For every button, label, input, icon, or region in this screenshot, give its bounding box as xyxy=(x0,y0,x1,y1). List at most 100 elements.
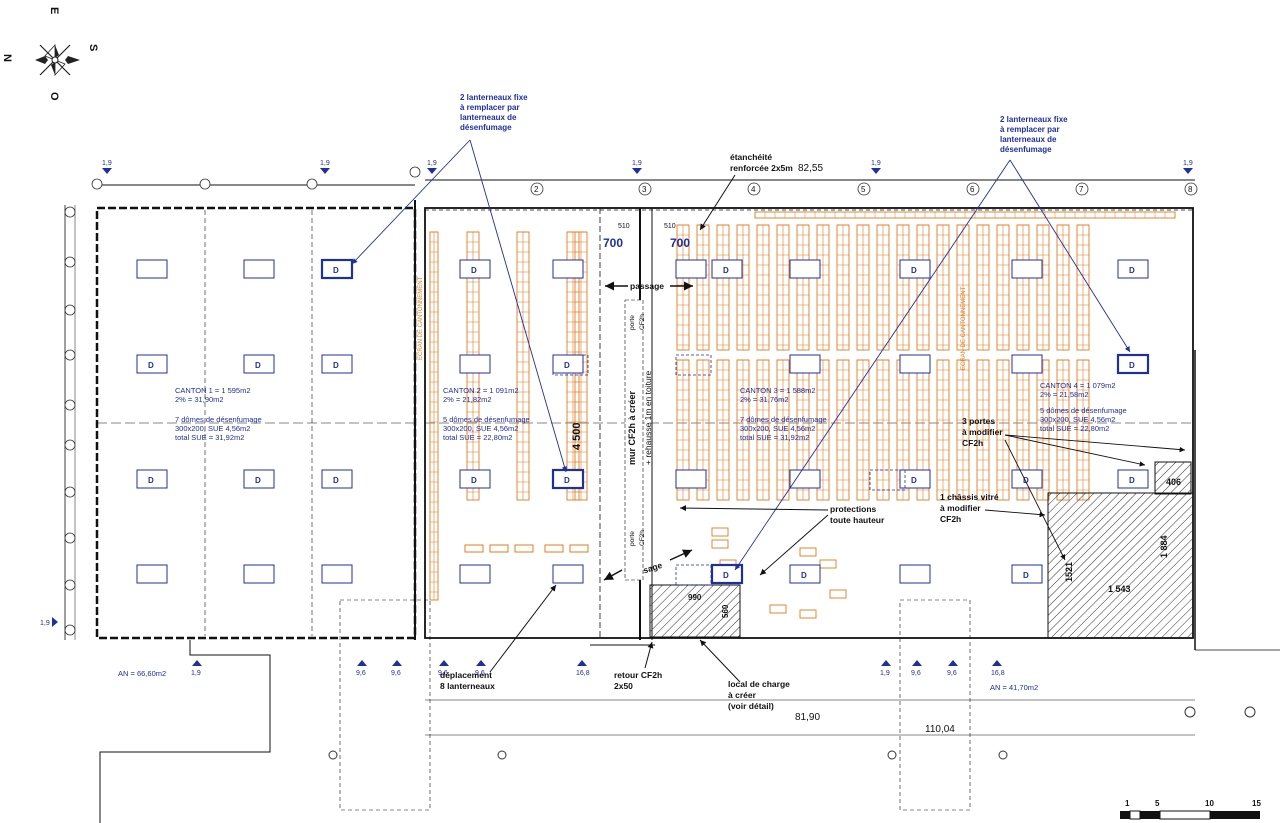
smoke-dome: D xyxy=(1117,469,1149,489)
dim-1543: 1 543 xyxy=(1108,584,1131,594)
rack xyxy=(796,224,810,351)
offices-hatched-area xyxy=(1047,492,1194,639)
level-marker: 9,6 xyxy=(911,660,922,677)
level-marker: 1,9 xyxy=(320,160,330,174)
level-marker: 1,9 xyxy=(1183,160,1193,174)
svg-text:total SUE = 31,92m2: total SUE = 31,92m2 xyxy=(175,433,244,442)
svg-text:porte: porte xyxy=(629,315,636,330)
svg-text:(voir détail): (voir détail) xyxy=(728,701,774,711)
smoke-dome xyxy=(243,259,275,279)
dim-11004: 110,04 xyxy=(925,724,955,735)
annotation-lanterneaux-right: 2 lanterneaux fixe à remplacer par lante… xyxy=(1000,115,1068,154)
dim-1521: 1521 xyxy=(1064,562,1074,582)
passage-arrows xyxy=(603,281,693,581)
rack xyxy=(956,224,970,351)
passage-top: passage xyxy=(630,281,664,291)
svg-text:5 dômes de désenfumage: 5 dômes de désenfumage xyxy=(443,415,530,424)
dome-label: D xyxy=(1129,266,1135,275)
mur-cf2h-label: mur CF2h à créer + rehausse 1m en toitur… xyxy=(624,299,653,581)
level-marker: 16,8 xyxy=(991,660,1005,677)
rack xyxy=(1076,224,1090,351)
rack xyxy=(716,359,730,501)
svg-text:15: 15 xyxy=(1252,799,1261,808)
svg-text:désenfumage: désenfumage xyxy=(460,123,512,132)
rack xyxy=(816,224,830,351)
level-marker: 1,9 xyxy=(880,660,891,677)
dim-990: 990 xyxy=(688,593,702,602)
canton-3-text: CANTON 3 = 1 588m2 2% = 31,76m2 7 dômes … xyxy=(740,386,827,442)
level-marker: 16,8 xyxy=(576,660,590,677)
dome-label: D xyxy=(564,476,570,485)
smoke-dome: D xyxy=(243,469,275,489)
dim-700-b: 700 xyxy=(670,236,690,250)
rack xyxy=(936,224,950,351)
dim-8190: 81,90 xyxy=(795,712,820,723)
smoke-dome xyxy=(899,354,931,374)
svg-text:7 dômes de désenfumage: 7 dômes de désenfumage xyxy=(740,415,827,424)
svg-text:local de charge: local de charge xyxy=(728,679,790,689)
svg-text:total SUE = 22,80m2: total SUE = 22,80m2 xyxy=(443,433,512,442)
rack xyxy=(736,224,750,351)
smoke-dome: D xyxy=(899,259,931,279)
rack xyxy=(996,224,1010,351)
rack xyxy=(1016,224,1030,351)
hatched-areas xyxy=(649,461,1194,639)
svg-text:9,6: 9,6 xyxy=(438,670,448,677)
compass-o: O xyxy=(48,92,60,101)
level-marker: 1,9 xyxy=(102,160,112,174)
smoke-dome xyxy=(789,354,821,374)
building-outline xyxy=(64,179,1280,823)
svg-text:CF2h: CF2h xyxy=(639,530,646,546)
svg-text:300x200, SUE 4,56m2: 300x200, SUE 4,56m2 xyxy=(175,424,250,433)
svg-text:9,6: 9,6 xyxy=(391,670,401,677)
svg-text:CANTON 2 = 1 091m2: CANTON 2 = 1 091m2 xyxy=(443,386,519,395)
dome-label: D xyxy=(1129,361,1135,370)
scale-bar: 1 5 10 15 xyxy=(1120,799,1261,820)
smoke-dome xyxy=(789,259,821,279)
dim-4500: 4 500 xyxy=(571,422,583,450)
svg-text:1: 1 xyxy=(1125,799,1130,808)
svg-text:total SUE = 22,80m2: total SUE = 22,80m2 xyxy=(1040,424,1109,433)
rack xyxy=(516,231,530,501)
smoke-dome: D xyxy=(136,469,168,489)
svg-text:mur CF2h à créer: mur CF2h à créer xyxy=(627,390,637,465)
svg-text:9,6: 9,6 xyxy=(911,670,921,677)
smoke-dome xyxy=(136,259,168,279)
compass-rose: E N S O xyxy=(1,7,99,101)
dim-510-b: 510 xyxy=(664,223,676,230)
svg-text:CF2h: CF2h xyxy=(940,514,961,524)
svg-text:2% = 31,76m2: 2% = 31,76m2 xyxy=(740,395,789,404)
level-marker: 1,9 xyxy=(871,160,881,174)
svg-text:à modifier: à modifier xyxy=(940,503,981,513)
compass-n: N xyxy=(1,54,13,62)
level-marker: 9,6 xyxy=(947,660,958,677)
smoke-dome: D xyxy=(243,354,275,374)
svg-text:9,6: 9,6 xyxy=(356,670,366,677)
level-marker: 9,6 xyxy=(356,660,367,677)
rack xyxy=(1036,359,1050,501)
svg-text:2 lanterneaux fixe: 2 lanterneaux fixe xyxy=(1000,115,1068,124)
dim-1884: 1 884 xyxy=(1159,535,1169,558)
dome-label: D xyxy=(564,361,570,370)
smoke-dome xyxy=(552,259,584,279)
annotation-local-charge: local de charge à créer (voir détail) xyxy=(699,639,790,711)
rack xyxy=(1076,359,1090,501)
axis-7: 7 xyxy=(1079,185,1084,194)
smoke-dome xyxy=(1011,354,1043,374)
axis-5: 5 xyxy=(861,185,866,194)
svg-text:1,9: 1,9 xyxy=(102,160,112,167)
smoke-dome: D xyxy=(459,259,491,279)
rack xyxy=(856,224,870,351)
dome-label: D xyxy=(723,571,729,580)
canton-4-text: CANTON 4 = 1 079m2 2% = 21,58m2 5 dômes … xyxy=(1040,381,1127,433)
svg-text:CF2h: CF2h xyxy=(962,438,983,448)
svg-text:1,9: 1,9 xyxy=(1183,160,1193,167)
dome-label: D xyxy=(148,361,154,370)
rack xyxy=(429,231,439,601)
svg-text:lanterneaux de: lanterneaux de xyxy=(460,113,517,122)
smoke-dome xyxy=(459,564,491,584)
svg-text:lanterneaux de: lanterneaux de xyxy=(1000,135,1057,144)
rack xyxy=(1036,224,1050,351)
svg-text:1,9: 1,9 xyxy=(320,160,330,167)
